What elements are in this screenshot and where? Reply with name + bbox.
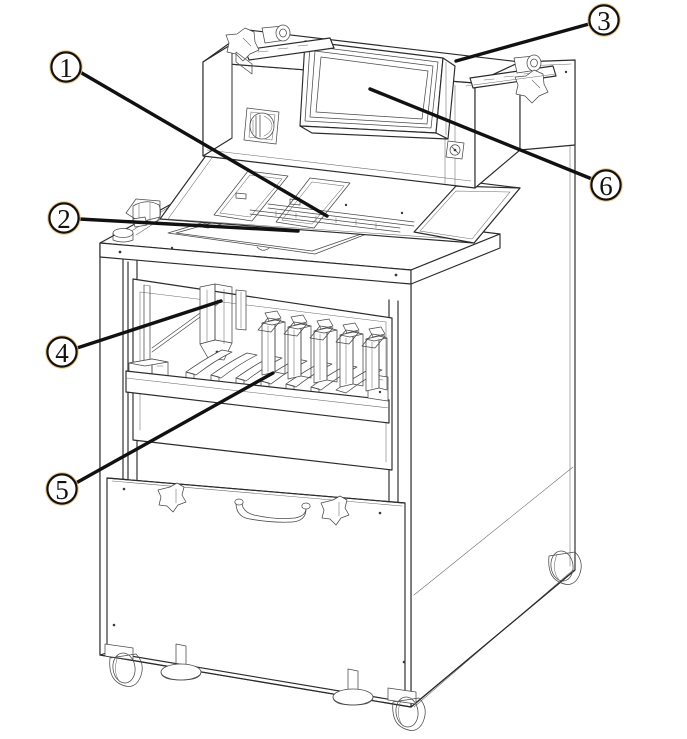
left-clamp-knob[interactable] [225,24,335,75]
callout-5-number: 5 [55,475,69,505]
leader-line-2 [77,217,300,233]
blade-module [261,310,286,376]
upper-feed-tray-deck [159,149,521,244]
callout-4[interactable]: 4 [45,335,79,369]
swivel-caster-right [548,550,582,585]
leveling-foot-left [160,643,202,681]
leader-line-3 [454,22,591,63]
blade-module [313,318,338,384]
paper-side-guide-bracket[interactable] [112,198,161,243]
leader-line-1 [78,70,329,218]
leveling-foot-right [332,668,374,706]
drawer-star-knob-left[interactable] [157,482,187,513]
blade-module-array [257,310,388,392]
callout-4-number: 4 [55,338,69,368]
callout-5[interactable]: 5 [45,472,79,506]
swivel-caster-left [104,643,143,687]
leader-lines [74,22,594,485]
blade-module [339,322,364,388]
leader-line-5 [74,371,275,485]
swivel-caster-front [387,687,426,731]
callout-6-number: 6 [599,171,613,201]
callout-3[interactable]: 3 [587,3,621,37]
drawer-bow-handle[interactable] [234,498,311,523]
callout-3-number: 3 [597,6,611,36]
callout-1[interactable]: 1 [49,50,83,84]
waste-drawer[interactable] [106,477,406,703]
drawer-star-knob-right[interactable] [320,495,350,526]
callout-6[interactable]: 6 [589,168,623,202]
callout-2-number: 2 [57,204,71,234]
leader-line-4 [75,299,223,350]
callout-2[interactable]: 2 [47,201,81,235]
main-power-rotary-switch[interactable] [243,107,280,145]
key-switch[interactable] [445,140,465,160]
leader-line-6 [368,87,594,181]
right-star-knob[interactable] [465,54,557,104]
callout-1-number: 1 [59,53,73,83]
base-supports [99,550,582,731]
